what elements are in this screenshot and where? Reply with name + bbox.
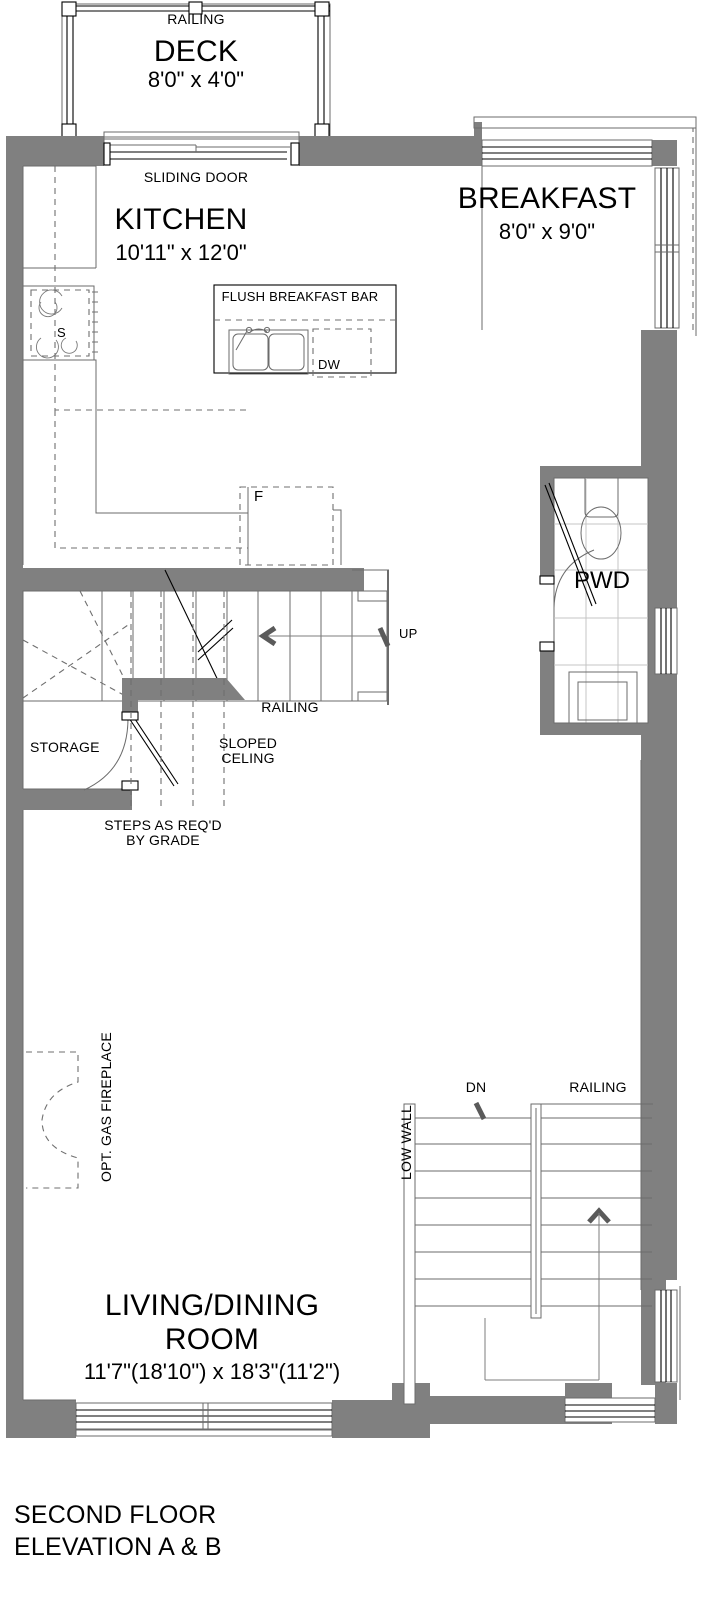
stair-up-arrow: [258, 625, 391, 648]
sliding-door-label: SLIDING DOOR: [143, 169, 249, 185]
breakfast-bar: [213, 284, 397, 378]
breakfast-window-right: [654, 167, 680, 329]
storage-area: [14, 591, 225, 810]
right-window-lower: [654, 1286, 681, 1400]
deck-area: [61, 1, 331, 139]
sheet-title-line-2: ELEVATION A & B: [14, 1533, 222, 1561]
low-wall-label: LOW WALL: [398, 1105, 414, 1180]
kitchen-area: [22, 165, 397, 566]
deck-railing: [61, 1, 330, 139]
deck-room-name: DECK: [153, 35, 239, 68]
flush-breakfast-bar-label: FLUSH BREAKFAST BAR: [221, 289, 379, 304]
sloped-ceiling-label-2: CELING: [221, 750, 275, 766]
powder-room: [539, 466, 678, 735]
kitchen-room-name: KITCHEN: [114, 203, 248, 236]
powder-room-name: PWD: [574, 567, 630, 594]
storage-label: STORAGE: [30, 739, 100, 755]
breakfast-dimensions: 8'0" x 9'0": [498, 219, 596, 244]
living-dining-room-name-1: LIVING/DINING: [104, 1289, 320, 1322]
deck-dimensions: 8'0" x 4'0": [147, 67, 245, 92]
exterior-walls: [6, 122, 677, 1438]
upper-stair: [14, 568, 391, 718]
deck-railing-label: RAILING: [167, 11, 225, 27]
stair-up-label: UP: [399, 626, 418, 641]
breakfast-area: [473, 116, 697, 336]
stair-window-bottom: [564, 1397, 656, 1423]
stair-dn-label: DN: [465, 1079, 487, 1095]
fireplace-label: OPT. GAS FIREPLACE: [98, 1032, 114, 1182]
steps-label-1: STEPS AS REQ'D: [104, 817, 222, 833]
living-dining-room-name-2: ROOM: [164, 1323, 260, 1356]
lower-stair: [414, 1101, 653, 1404]
living-dining-area: [22, 760, 681, 1437]
powder-window: [654, 607, 678, 675]
sliding-door: [103, 131, 300, 166]
vanity-fixture: [568, 671, 638, 724]
cooktop-fixture: [22, 285, 98, 361]
breakfast-window-top: [481, 139, 653, 167]
powder-door: [539, 482, 597, 652]
refrigerator-label: F: [254, 488, 264, 505]
steps-label-2: BY GRADE: [126, 832, 200, 848]
upper-stair-railing-label: RAILING: [261, 699, 319, 715]
gas-fireplace: [26, 1051, 79, 1189]
sloped-ceiling-label-1: SLOPED: [219, 735, 277, 751]
sheet-title-line-1: SECOND FLOOR: [14, 1501, 217, 1529]
dishwasher-label: DW: [318, 357, 341, 372]
breakfast-room-name: BREAKFAST: [457, 182, 637, 215]
stove-label: S: [57, 325, 66, 340]
lower-stair-railing-label: RAILING: [569, 1079, 627, 1095]
living-window-bottom: [75, 1402, 333, 1437]
toilet-fixture: [580, 478, 622, 560]
kitchen-dimensions: 10'11" x 12'0": [115, 240, 247, 265]
living-dining-dimensions: 11'7"(18'10") x 18'3"(11'2"): [83, 1359, 341, 1384]
refrigerator-fixture: [239, 486, 342, 566]
kitchen-sink: [228, 326, 309, 375]
